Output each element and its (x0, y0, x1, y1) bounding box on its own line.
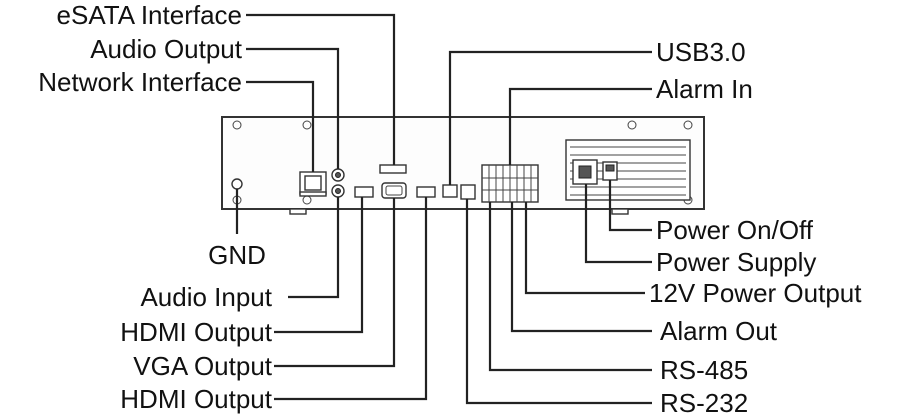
leader-lines (235, 13, 652, 405)
label-rs485: RS-485 (660, 355, 748, 385)
label-power-supply: Power Supply (656, 247, 816, 277)
label-rs232: RS-232 (660, 388, 748, 417)
label-esata: eSATA Interface (57, 0, 242, 30)
esata-port (379, 164, 407, 174)
audio-jacks (331, 168, 345, 198)
gnd-terminal (231, 178, 243, 190)
label-hdmi-output-1: HDMI Output (120, 317, 272, 347)
terminal-block (481, 164, 539, 203)
label-usb: USB3.0 (656, 37, 746, 67)
label-vga-output: VGA Output (133, 351, 273, 381)
label-audio-output: Audio Output (90, 34, 243, 64)
label-power-switch: Power On/Off (656, 215, 814, 245)
label-hdmi-output-2: HDMI Output (120, 384, 272, 414)
rs232-port (460, 184, 476, 200)
power-inlet (572, 159, 598, 185)
hdmi-port-1 (354, 186, 374, 198)
callout-labels: eSATA Interface Audio Output Network Int… (38, 0, 862, 417)
vga-port (381, 182, 407, 199)
label-gnd: GND (208, 240, 266, 270)
power-switch (602, 161, 618, 181)
label-alarm-out: Alarm Out (660, 316, 778, 346)
label-alarm-in: Alarm In (656, 74, 753, 104)
usb-port (442, 184, 458, 198)
device-rear-panel (221, 116, 705, 215)
hdmi-port-2 (416, 186, 436, 198)
network-ports (299, 171, 327, 197)
label-12v-power-output: 12V Power Output (649, 278, 862, 308)
label-network-interface: Network Interface (38, 67, 242, 97)
label-audio-input: Audio Input (140, 282, 272, 312)
